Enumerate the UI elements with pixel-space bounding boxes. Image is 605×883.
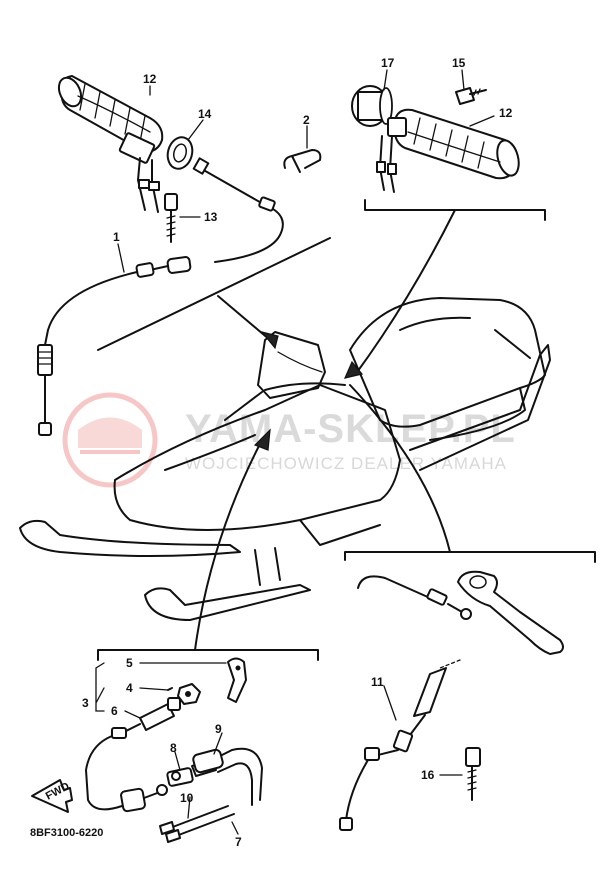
switch-assembly [85,391,319,843]
part-label-14: 14 [198,107,212,121]
part-label-12: 12 [143,72,157,86]
leaders-upper-left [117,85,308,273]
lead-wires [159,805,235,843]
pointer-right [354,209,456,376]
grip-right [387,108,520,180]
part-label-15: 15 [452,56,466,70]
throttle-cable [37,157,284,436]
watermark-site: YAMA-SKLEP.PL [185,407,516,451]
part-label-3: 3 [82,696,89,710]
part-label-2: 2 [303,113,310,127]
brake-lever [457,570,564,655]
part-label-9: 9 [215,722,222,736]
part-label-7: 7 [235,835,242,849]
pointer-brake [349,384,451,553]
grip-left [57,75,164,164]
clamp-bolt [164,193,178,243]
part-label-17: 17 [381,56,395,70]
left-grip-assembly [37,75,322,436]
part-label-6: 6 [111,704,118,718]
watermark: YAMA-SKLEP.PL WOJCIECHOWICZ DEALER YAMAH… [62,392,516,488]
brake-cable [339,667,447,831]
pointer-switch [194,439,263,651]
ring [166,136,194,170]
kill-switch [111,697,181,739]
part-label-12-right: 12 [499,106,513,120]
switch-bracket [227,657,247,703]
part-label-11: 11 [371,675,384,689]
part-label-1: 1 [113,230,120,244]
part-label-13: 13 [204,210,218,224]
part-label-8: 8 [170,741,177,755]
cable-clip [283,149,322,173]
forward-arrow: FWD [31,779,73,813]
leaders-upper-right [383,69,495,127]
grip-screw [455,87,487,105]
watermark-logo [62,392,158,488]
part-label-5: 5 [126,656,133,670]
brake-assembly [339,384,596,831]
snowmobile [19,297,551,621]
watermark-tagline: WOJCIECHOWICZ DEALER YAMAHA [185,454,507,473]
right-grip-assembly [351,85,520,193]
switch-nut [167,683,201,705]
diagram-code: 8BF3100-6220 [30,827,103,839]
bracket-brake [344,551,596,563]
bracket-switch [97,649,319,661]
part-labels: 12 14 2 13 1 17 15 12 5 4 3 6 9 8 10 7 1… [82,56,513,849]
grip-cap [351,85,393,127]
pointer-left [217,295,271,341]
cable-tie [465,747,481,801]
part-label-4: 4 [126,681,133,695]
part-label-16: 16 [421,768,435,782]
bracket-left [97,237,331,351]
wire-harness [192,747,263,806]
part-label-10: 10 [180,791,194,805]
